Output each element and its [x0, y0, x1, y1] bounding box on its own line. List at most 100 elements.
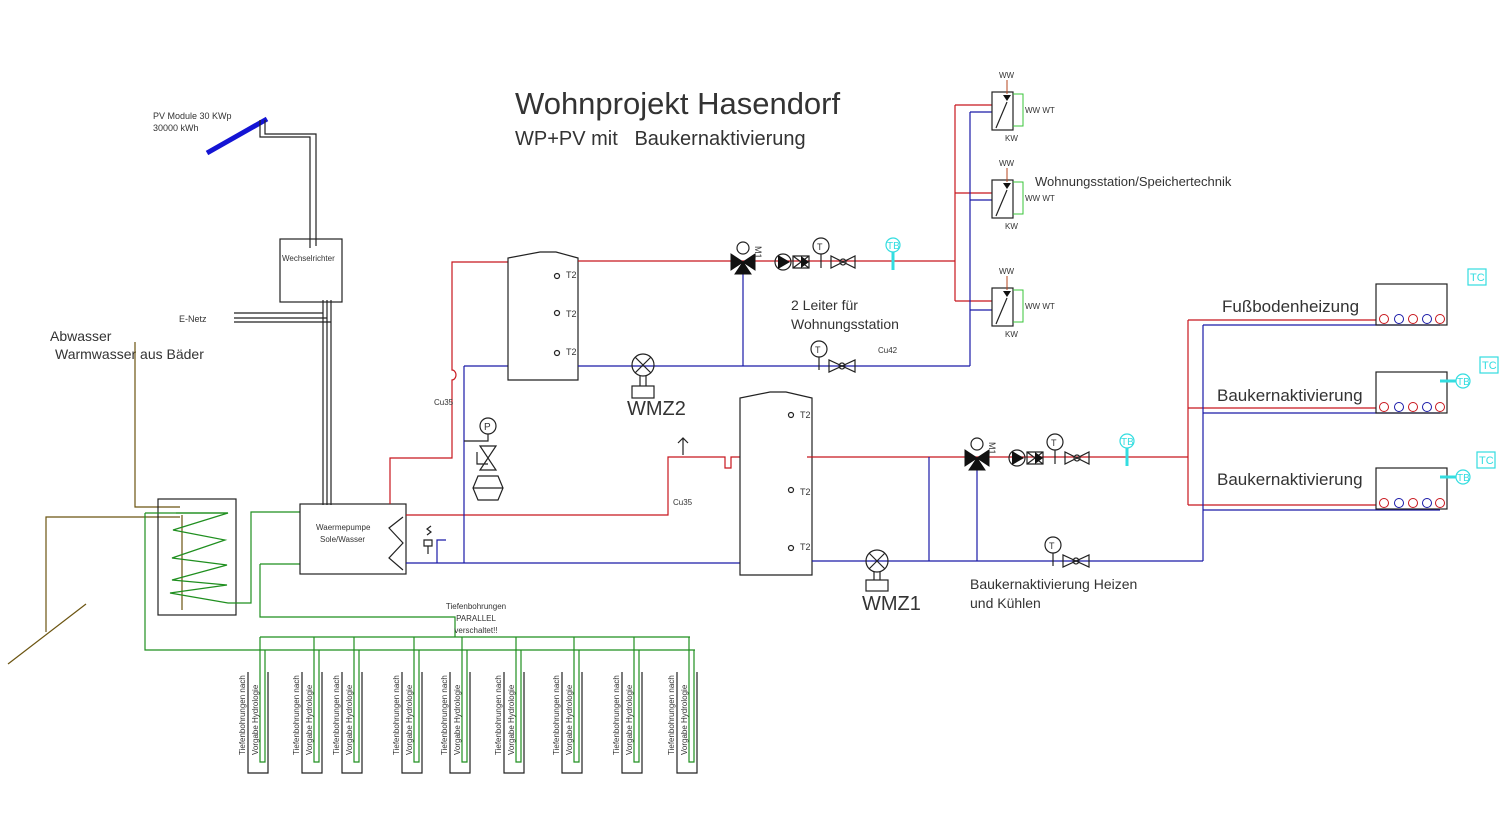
borehole-label-1: Tiefenbohrungen nach [292, 675, 301, 755]
pressure-gauge-label: P [484, 422, 491, 433]
expansion-valve [464, 434, 498, 471]
station-kw-label: KW [1005, 330, 1018, 339]
pv-cable [259, 120, 317, 248]
borehole-probe [353, 637, 360, 763]
flow-pipe-storage2 [406, 456, 740, 516]
heating-loop-icon [1435, 498, 1445, 508]
svg-text:T2: T2 [566, 309, 577, 319]
pump-triangle [778, 255, 790, 269]
heat-pump-box [299, 503, 407, 575]
svg-text:T: T [815, 345, 821, 355]
boreholes-header-3: verschaltet!! [454, 626, 497, 635]
three-way-mixing-valve-icon [730, 253, 756, 275]
pipe-label-cu35-b: Cu35 [673, 498, 693, 507]
check-valve-fill [801, 256, 809, 268]
station-title: Wohnungsstation/Speichertechnik [1035, 174, 1232, 189]
station-exchanger-loop [1013, 181, 1024, 215]
expansion-vessel-icon [472, 475, 504, 501]
heating-loop-icon [1422, 402, 1432, 412]
wmz2-label: WMZ2 [627, 398, 686, 420]
core-circuit-label-1: Baukernaktivierung Heizen [970, 576, 1137, 592]
consumer-label: Baukernaktivierung [1217, 470, 1363, 489]
heating-loop-icon [1394, 498, 1404, 508]
consumer-circuit: Fußbodenheizung TC [1222, 268, 1487, 326]
wastewater-label-2: Warmwasser aus Bäder [55, 346, 204, 362]
consumer-box [1375, 467, 1448, 510]
heating-loop-icon [1408, 314, 1418, 324]
two-wire-label-1: 2 Leiter für [791, 297, 858, 313]
consumer-label: Fußbodenheizung [1222, 297, 1359, 316]
borehole: Tiefenbohrungen nach Vorgabe Hydrologie [667, 637, 698, 774]
tb-sensor-label: TB [1121, 437, 1134, 448]
tc-controller-icon [1467, 268, 1487, 286]
borehole-casing [621, 672, 643, 774]
borehole-casing [449, 672, 471, 774]
station-wwwt-label: WW WT [1025, 194, 1055, 203]
station-kw-label: KW [1005, 222, 1018, 231]
storage2-return [812, 324, 1440, 562]
buffer-storage-2 [739, 391, 813, 576]
borehole-casing [247, 672, 269, 774]
grid-label: E-Netz [179, 314, 207, 324]
ball-valve-ball [839, 258, 847, 266]
station-box [991, 287, 1014, 327]
borehole-label-1: Tiefenbohrungen nach [667, 675, 676, 755]
core-circuit-label-2: und Kühlen [970, 595, 1041, 611]
return-pipe [406, 365, 740, 564]
borehole-label-2: Vorgabe Hydrologie [305, 684, 314, 755]
borehole-label-1: Tiefenbohrungen nach [552, 675, 561, 755]
station-diagonal [995, 297, 1008, 325]
station-box [991, 91, 1014, 131]
borehole-casing [301, 672, 323, 774]
station-exchanger-loop [1013, 289, 1024, 323]
exchanger-coil [169, 511, 300, 604]
heating-loop-icon [1394, 314, 1404, 324]
station-valve-icon [1003, 95, 1011, 101]
pv-module [205, 116, 269, 156]
heat-meter-wmz2 [631, 353, 655, 399]
borehole-casing [676, 672, 698, 774]
station-ww-label: WW [999, 267, 1015, 276]
station-valve-icon [1003, 291, 1011, 297]
borehole-probe [573, 637, 580, 763]
heat-pump-condenser [388, 516, 404, 571]
borehole-casing [401, 672, 423, 774]
station-valve-icon [1003, 183, 1011, 189]
wastewater-heat-exchanger [157, 498, 237, 616]
station-ww-label: WW [999, 159, 1015, 168]
heat-pump-label-1: Waermepumpe [316, 523, 371, 532]
buffer-storage-1 [507, 251, 579, 381]
tc-label: TC [1482, 360, 1497, 372]
heating-loop-icon [1435, 314, 1445, 324]
pump-icon [1008, 449, 1026, 467]
borehole-probe [413, 637, 420, 763]
borehole-probe [313, 637, 320, 763]
brine-loop [144, 512, 695, 651]
borehole-casing [341, 672, 363, 774]
tb-sensor-icon [1455, 469, 1471, 485]
heating-loop-icon [1435, 402, 1445, 412]
pipe-label-cu35-a: Cu35 [434, 398, 454, 407]
consumer-box [1375, 371, 1448, 414]
station-wwwt-label: WW WT [1025, 106, 1055, 115]
pump-triangle [1012, 451, 1024, 465]
inverter-box [279, 238, 343, 303]
pipe-label-cu42: Cu42 [878, 346, 898, 355]
station-diagonal [995, 189, 1008, 217]
borehole-label-2: Vorgabe Hydrologie [680, 684, 689, 755]
borehole-label-2: Vorgabe Hydrologie [345, 684, 354, 755]
heat-meter-wmz1 [865, 549, 889, 592]
storage2-flow-out [807, 319, 1376, 506]
tc-label: TC [1470, 272, 1485, 284]
borehole-label-1: Tiefenbohrungen nach [494, 675, 503, 755]
borehole: Tiefenbohrungen nach Vorgabe Hydrologie [292, 637, 323, 774]
borehole-label-2: Vorgabe Hydrologie [453, 684, 462, 755]
mixer-label: M1 [753, 246, 763, 259]
